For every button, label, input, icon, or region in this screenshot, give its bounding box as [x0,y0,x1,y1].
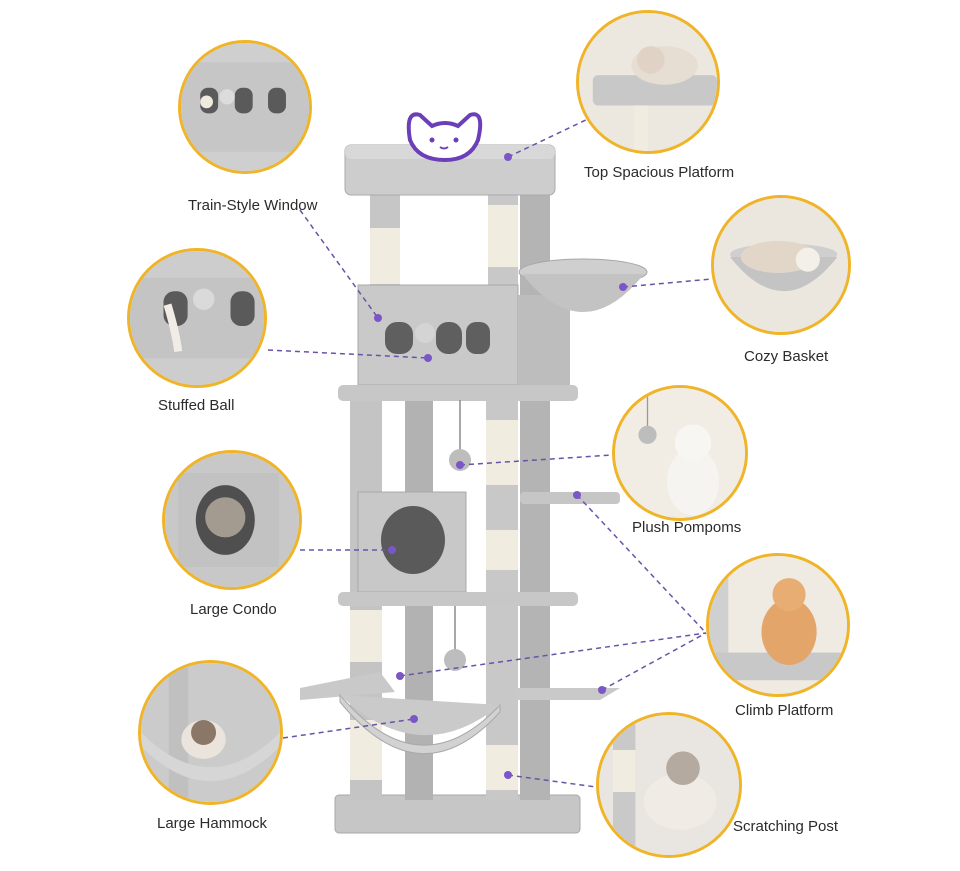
detail-circle-cozy-basket [711,195,851,335]
train-window-photo [181,43,309,171]
detail-circle-plush-pompoms [612,385,748,521]
cat-scratching-post-photo [599,715,739,855]
detail-circle-scratching-post [596,712,742,858]
label-cozy-basket: Cozy Basket [744,348,829,365]
detail-circle-stuffed-ball [127,248,267,388]
label-plush-pompoms: Plush Pompoms [632,519,742,536]
label-top-spacious-platform: Top Spacious Platform [584,164,735,181]
label-large-condo: Large Condo [190,601,277,618]
label-climb-platform: Climb Platform [735,702,834,719]
detail-circle-large-condo [162,450,302,590]
cat-with-pompom-photo [615,388,745,518]
detail-circle-large-hammock [138,660,283,805]
detail-circle-climb-platform [706,553,850,697]
cat-on-climb-platform-photo [709,556,847,694]
label-train-style-window: Train-Style Window [188,197,318,214]
label-large-hammock: Large Hammock [157,815,268,832]
cat-on-platform-photo [579,13,717,151]
cat-in-condo-photo [165,453,299,587]
cat-in-hammock-photo [141,663,280,802]
label-scratching-post: Scratching Post [733,818,839,835]
detail-circle-train-window [178,40,312,174]
detail-circle-top-platform [576,10,720,154]
cat-in-basket-photo [714,198,848,332]
stuffed-ball-photo [130,251,264,385]
cat-logo-icon [406,112,483,163]
label-stuffed-ball: Stuffed Ball [158,397,235,414]
